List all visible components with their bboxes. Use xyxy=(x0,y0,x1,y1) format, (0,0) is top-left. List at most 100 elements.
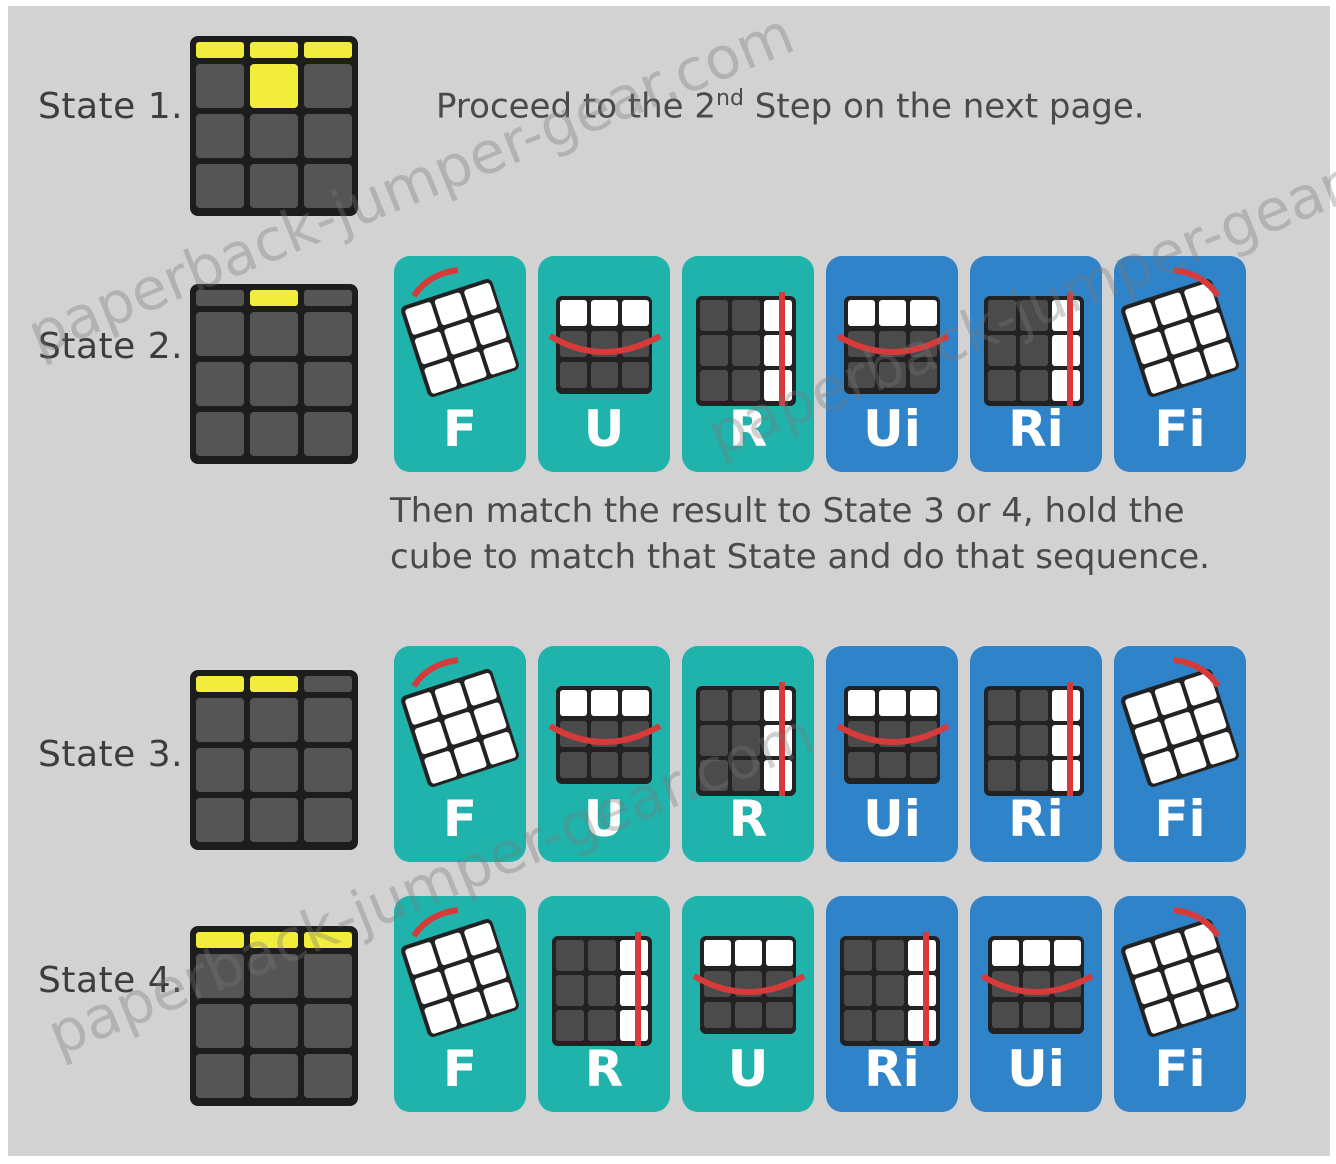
front-sticker xyxy=(250,412,298,456)
top-sticker xyxy=(304,676,352,692)
move-tile-r: R xyxy=(682,646,814,862)
front-sticker xyxy=(250,698,298,742)
front-sticker xyxy=(304,1004,352,1048)
proceed-sup: nd xyxy=(716,86,744,111)
move-tile-ri: Ri xyxy=(970,256,1102,472)
proceed-suffix: Step on the next page. xyxy=(744,86,1145,126)
move-label: Ui xyxy=(826,400,958,458)
move-tile-fi: Fi xyxy=(1114,646,1246,862)
move-label: F xyxy=(394,790,526,848)
move-tile-r: R xyxy=(682,256,814,472)
match-instruction-line-2: cube to match that State and do that seq… xyxy=(390,534,1210,580)
front-sticker xyxy=(304,312,352,356)
move-label: R xyxy=(682,400,814,458)
move-tile-fi: Fi xyxy=(1114,896,1246,1112)
top-sticker xyxy=(250,42,298,58)
front-sticker xyxy=(304,698,352,742)
front-sticker xyxy=(250,114,298,158)
move-label: R xyxy=(538,1040,670,1098)
move-tile-u: U xyxy=(682,896,814,1112)
front-sticker xyxy=(250,164,298,208)
move-label: Fi xyxy=(1114,400,1246,458)
move-label: Fi xyxy=(1114,1040,1246,1098)
top-sticker xyxy=(304,290,352,306)
top-sticker xyxy=(196,42,244,58)
front-sticker xyxy=(196,362,244,406)
front-sticker xyxy=(304,1054,352,1098)
top-sticker xyxy=(250,676,298,692)
front-sticker xyxy=(196,1004,244,1048)
front-sticker xyxy=(304,412,352,456)
move-label: U xyxy=(538,790,670,848)
move-label: Fi xyxy=(1114,790,1246,848)
move-tile-ui: Ui xyxy=(970,896,1102,1112)
front-sticker xyxy=(196,748,244,792)
front-sticker xyxy=(196,164,244,208)
move-label: Ri xyxy=(970,400,1102,458)
front-sticker xyxy=(250,64,298,108)
front-sticker xyxy=(196,412,244,456)
move-tile-ri: Ri xyxy=(970,646,1102,862)
move-tile-ri: Ri xyxy=(826,896,958,1112)
front-sticker xyxy=(196,698,244,742)
top-sticker xyxy=(250,290,298,306)
front-sticker xyxy=(250,1004,298,1048)
state-3-label: State 3. xyxy=(38,734,183,775)
match-instruction: Then match the result to State 3 or 4, h… xyxy=(390,488,1210,580)
move-label: R xyxy=(682,790,814,848)
state-2-label: State 2. xyxy=(38,326,183,367)
top-sticker xyxy=(196,290,244,306)
front-sticker xyxy=(250,954,298,998)
move-tile-f: F xyxy=(394,256,526,472)
front-sticker xyxy=(250,798,298,842)
front-sticker xyxy=(196,64,244,108)
proceed-instruction: Proceed to the 2nd Step on the next page… xyxy=(436,86,1145,126)
front-sticker xyxy=(250,362,298,406)
move-label: Ui xyxy=(970,1040,1102,1098)
front-sticker xyxy=(250,312,298,356)
front-sticker xyxy=(196,1054,244,1098)
state-4-cube xyxy=(190,926,358,1106)
top-sticker xyxy=(304,42,352,58)
proceed-prefix: Proceed to the 2 xyxy=(436,86,716,126)
state-3-cube xyxy=(190,670,358,850)
move-label: U xyxy=(682,1040,814,1098)
top-sticker xyxy=(196,676,244,692)
diagram-canvas: State 1. State 2. State 3. State 4. Proc… xyxy=(8,6,1330,1156)
state-4-label: State 4. xyxy=(38,960,183,1001)
top-sticker xyxy=(196,932,244,948)
top-sticker xyxy=(250,932,298,948)
front-sticker xyxy=(304,164,352,208)
front-sticker xyxy=(196,312,244,356)
front-sticker xyxy=(304,954,352,998)
front-sticker xyxy=(304,798,352,842)
match-instruction-line-1: Then match the result to State 3 or 4, h… xyxy=(390,488,1210,534)
move-label: F xyxy=(394,1040,526,1098)
move-tile-r: R xyxy=(538,896,670,1112)
move-label: Ui xyxy=(826,790,958,848)
move-tile-f: F xyxy=(394,896,526,1112)
state-2-cube xyxy=(190,284,358,464)
front-sticker xyxy=(196,798,244,842)
move-tile-ui: Ui xyxy=(826,646,958,862)
state-1-cube xyxy=(190,36,358,216)
move-tile-u: U xyxy=(538,646,670,862)
move-tile-fi: Fi xyxy=(1114,256,1246,472)
move-tile-ui: Ui xyxy=(826,256,958,472)
move-label: F xyxy=(394,400,526,458)
move-tile-f: F xyxy=(394,646,526,862)
front-sticker xyxy=(196,114,244,158)
front-sticker xyxy=(304,64,352,108)
move-label: Ri xyxy=(826,1040,958,1098)
top-sticker xyxy=(304,932,352,948)
front-sticker xyxy=(304,748,352,792)
front-sticker xyxy=(304,114,352,158)
front-sticker xyxy=(250,748,298,792)
front-sticker xyxy=(304,362,352,406)
front-sticker xyxy=(250,1054,298,1098)
move-label: Ri xyxy=(970,790,1102,848)
move-tile-u: U xyxy=(538,256,670,472)
